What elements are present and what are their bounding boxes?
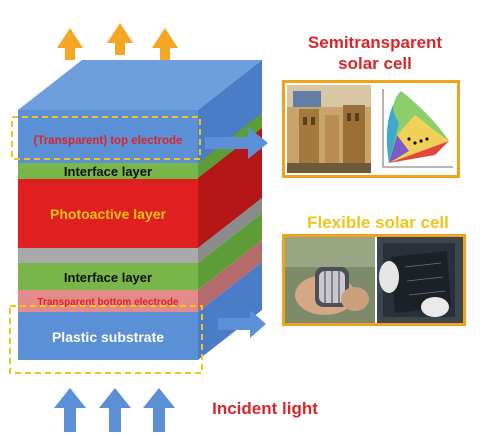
arrow-right-icon — [218, 310, 266, 338]
plastic-substrate-layer — [18, 312, 198, 360]
photoactive-layer — [18, 179, 198, 248]
interface-layer-bottom — [18, 263, 198, 290]
bottom-electrode-highlight — [9, 305, 203, 374]
chromaticity-diagram — [375, 85, 455, 173]
semitransparent-images — [287, 85, 455, 173]
incident-light-arrows — [54, 388, 175, 432]
interface-layer-top — [18, 163, 198, 179]
arrow-up-icon — [107, 23, 133, 55]
arrow-up-icon — [54, 388, 86, 432]
photoactive-label: Photoactive layer — [50, 206, 166, 222]
bottom-electrode-label: Transparent bottom electrode — [37, 297, 179, 308]
substrate-label: Plastic substrate — [52, 329, 164, 345]
semitransparent-title: Semitransparent solar cell — [307, 33, 443, 74]
arrow-up-icon — [143, 388, 175, 432]
arrow-up-icon — [99, 388, 131, 432]
flexible-title: Flexible solar cell — [307, 213, 449, 232]
outgoing-light-arrows — [57, 23, 178, 60]
top-electrode-highlight — [11, 116, 201, 160]
flexible-cell-photo-left — [285, 237, 375, 323]
gray-layer — [18, 248, 198, 263]
arrow-right-icon — [205, 127, 268, 159]
flexible-images — [285, 237, 463, 323]
incident-light-label: Incident light — [212, 399, 318, 418]
interface-bottom-label: Interface layer — [64, 270, 152, 285]
building-photo — [287, 85, 371, 173]
stack-side — [198, 60, 262, 360]
arrow-up-icon — [152, 28, 178, 60]
top-electrode-layer — [18, 110, 198, 163]
interface-top-label: Interface layer — [64, 164, 152, 179]
flexible-cell-photo-right — [377, 237, 463, 323]
semitransparent-photo-panel — [282, 80, 460, 178]
flexible-photo-panel — [282, 234, 466, 326]
arrow-up-icon — [57, 28, 83, 60]
stack-top-face — [18, 60, 262, 110]
top-electrode-label: (Transparent) top electrode — [34, 135, 183, 147]
